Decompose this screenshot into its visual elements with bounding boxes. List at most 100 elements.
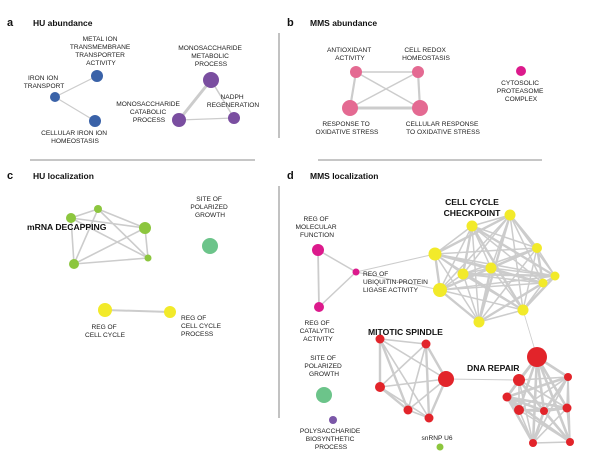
network-node: [485, 262, 497, 274]
term-label-nadph: NADPH REGENERATION: [207, 94, 260, 109]
network-edge: [73, 227, 146, 265]
term-label-reg-molecular: REG OF MOLECULAR FUNCTION: [296, 216, 339, 239]
term-line: REG OF: [303, 216, 328, 223]
network-edge: [407, 343, 427, 411]
network-edge: [518, 379, 568, 409]
network-edge: [478, 309, 524, 323]
network-node: [466, 220, 478, 232]
term-line: TO OXIDATIVE STRESS: [406, 129, 480, 136]
term-line: MONOSACCHARIDE: [178, 45, 242, 52]
term-line: CATALYTIC: [300, 328, 335, 335]
network-node: [352, 268, 360, 276]
network-node: [329, 416, 337, 424]
network-edge: [349, 71, 419, 109]
network-edge: [505, 375, 570, 399]
term-line: TRANSPORTER: [75, 52, 125, 59]
network-edges: [54, 70, 572, 445]
term-label-reg-cell-cycle: REG OF CELL CYCLE: [85, 324, 126, 339]
term-line: SITE OF: [310, 355, 336, 362]
network-node: [562, 403, 572, 413]
network-edge: [522, 282, 544, 311]
network-edge: [97, 208, 149, 259]
panel-title-hu-abundance: HU abundance: [33, 18, 93, 28]
network-node: [139, 222, 151, 234]
network-edge: [70, 217, 75, 265]
term-line: HOMEOSTASIS: [402, 55, 450, 62]
network-node: [421, 339, 431, 349]
term-label-antioxidant: ANTIOXIDANT ACTIVITY: [327, 47, 373, 62]
network-edge: [521, 274, 557, 312]
network-node: [538, 278, 548, 288]
term-label-iron-ion-transport: IRON ION TRANSPORT: [24, 75, 65, 90]
network-edge: [470, 224, 525, 312]
network-edge: [177, 78, 213, 122]
term-line: POLYSACCHARIDE: [300, 428, 361, 435]
network-edge: [509, 214, 524, 311]
term-line: REG OF: [304, 320, 329, 327]
network-node: [438, 371, 454, 387]
network-node: [540, 407, 548, 415]
cluster-label-dna-repair: DNA REPAIR: [467, 363, 520, 373]
term-line: ACTIVITY: [86, 60, 116, 67]
network-edge: [518, 376, 569, 381]
network-node: [375, 334, 385, 344]
panel-letter-b: b: [287, 17, 294, 29]
term-line: CELL CYCLE: [85, 332, 126, 339]
network-edge: [317, 249, 357, 273]
network-node: [433, 283, 447, 297]
term-label-cell-redox: CELL REDOX HOMEOSTASIS: [402, 47, 450, 62]
panel-letter-a: a: [7, 17, 14, 29]
term-line: BIOSYNTHETIC: [306, 436, 355, 443]
network-edge: [461, 272, 525, 312]
cluster-label-checkpoint: CHECKPOINT: [444, 208, 502, 218]
network-edge: [379, 386, 430, 419]
term-line: CELLULAR IRON ION: [41, 130, 107, 137]
network-node: [412, 100, 428, 116]
term-line: PROCESS: [195, 61, 228, 68]
network-node: [164, 306, 176, 318]
network-node: [66, 213, 76, 223]
network-node: [514, 405, 524, 415]
network-edge: [104, 309, 171, 313]
term-label-response-oxidative: RESPONSE TO OXIDATIVE STRESS: [316, 121, 379, 136]
network-node: [473, 316, 485, 328]
network-edge: [317, 249, 320, 308]
network-node: [529, 439, 537, 447]
term-line: CELLULAR RESPONSE: [406, 121, 479, 128]
network-edge: [355, 271, 441, 291]
network-node: [350, 66, 362, 78]
network-edge: [54, 75, 98, 98]
term-label-snrnp-u6: snRNP U6: [421, 435, 452, 442]
panel-title-mms-localization: MMS localization: [310, 171, 378, 181]
network-edge: [439, 275, 556, 291]
term-label-mono-metabolic: MONOSACCHARIDE METABOLIC PROCESS: [178, 45, 244, 68]
term-line: FUNCTION: [300, 232, 334, 239]
network-node: [342, 100, 358, 116]
network-node: [375, 382, 385, 392]
panel-title-mms-abundance: MMS abundance: [310, 18, 377, 28]
network-node: [566, 438, 574, 446]
network-edge: [434, 225, 473, 255]
network-edge: [439, 289, 524, 311]
network-node: [428, 247, 442, 261]
term-line: snRNP U6: [421, 435, 452, 442]
term-label-reg-cell-cycle-process: REG OF CELL CYCLE PROCESS: [181, 315, 223, 338]
network-node: [412, 66, 424, 78]
term-line: UBIQUITIN-PROTEIN: [363, 279, 428, 286]
network-node: [144, 254, 152, 262]
term-label-cytosolic-proteasome: CYTOSOLIC PROTEASOME COMPLEX: [497, 80, 545, 103]
term-line: CELL CYCLE: [181, 323, 222, 330]
network-edge: [73, 208, 99, 265]
network-edge: [439, 214, 511, 291]
cluster-label-mrna-decapping: mRNA DECAPPING: [27, 222, 107, 232]
network-edge: [461, 224, 474, 276]
term-line: IRON ION: [28, 75, 58, 82]
network-node: [91, 70, 103, 82]
term-line: ANTIOXIDANT: [327, 47, 371, 54]
network-node: [504, 209, 516, 221]
panel-letter-c: c: [7, 170, 13, 182]
term-line: METAL ION: [83, 36, 118, 43]
term-line: REG OF: [91, 324, 116, 331]
term-line: METABOLIC: [191, 53, 229, 60]
term-line: NADPH: [221, 94, 244, 101]
